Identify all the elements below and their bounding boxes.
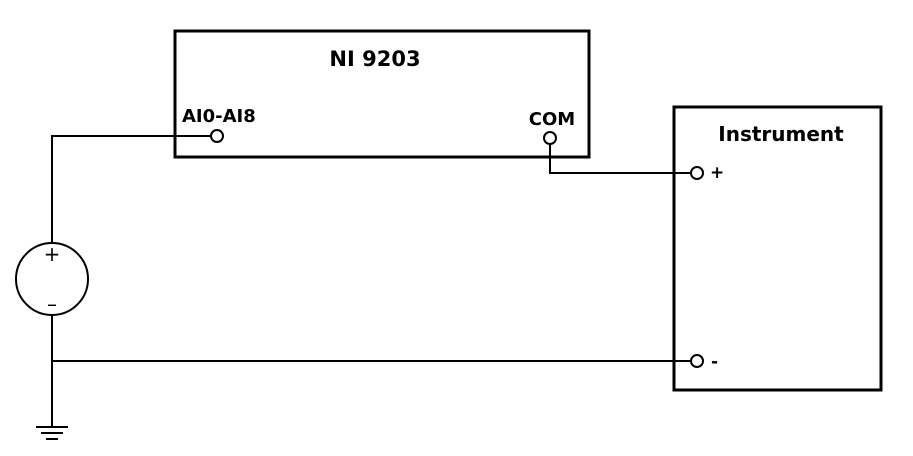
instrument-terminal-minus-label: - xyxy=(711,352,718,372)
instrument-box xyxy=(672,105,883,392)
ground-icon xyxy=(36,426,68,440)
terminal-icon-instrument-plus xyxy=(690,166,704,180)
terminal-icon-ai0-ai8 xyxy=(210,129,224,143)
ni9203-module-box xyxy=(173,29,591,159)
terminal-label-com: COM xyxy=(529,109,575,130)
voltage-source-plus-label: + xyxy=(44,242,61,266)
instrument-title: Instrument xyxy=(718,122,844,146)
instrument-terminal-plus-label: + xyxy=(710,163,724,183)
terminal-icon-instrument-minus xyxy=(690,354,704,368)
wire-ai-to-source xyxy=(51,135,211,242)
voltage-source-minus-label: – xyxy=(47,292,57,316)
ni9203-module-title: NI 9203 xyxy=(329,47,420,71)
terminal-label-ai0-ai8: AI0-AI8 xyxy=(182,106,256,127)
terminal-icon-com xyxy=(543,131,557,145)
wire-com-to-instrument-plus xyxy=(549,143,691,174)
voltage-source-icon: + – xyxy=(15,242,89,316)
